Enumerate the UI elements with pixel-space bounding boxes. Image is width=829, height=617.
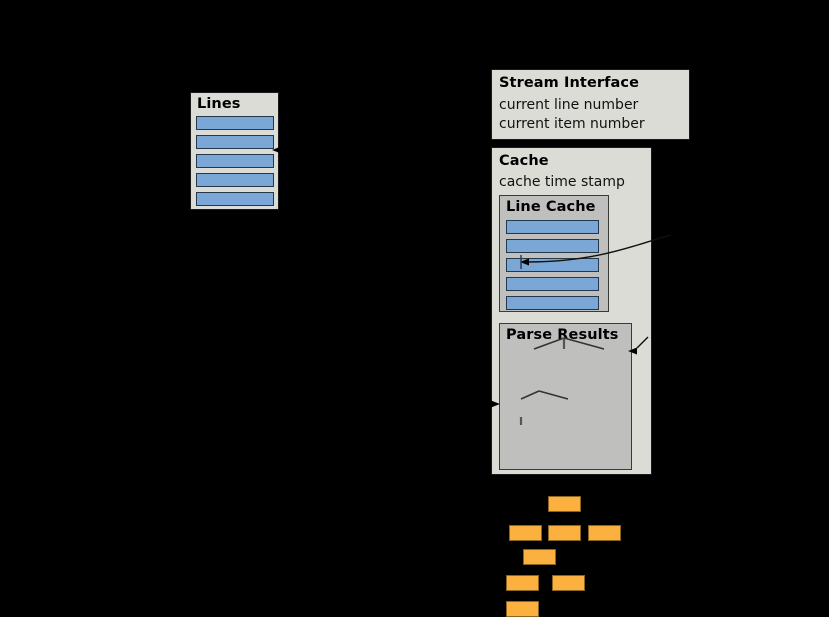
parse-tree-bottom-child: [506, 575, 539, 591]
stream-interface-title: Stream Interface: [499, 75, 640, 91]
stream-interface-panel: Stream Interface current line number cur…: [491, 69, 690, 140]
line-cache-bar-marked: [506, 258, 599, 272]
cache-title: Cache: [499, 153, 549, 169]
parse-tree-bottom-grandchild: [506, 601, 539, 617]
diagram-canvas: Lines Stream Interface current line numb…: [190, 69, 690, 617]
parse-tree-bottom-child: [552, 575, 585, 591]
lines-bar: [196, 135, 274, 149]
line-cache-bar: [506, 220, 599, 234]
connector-overlay: [491, 234, 672, 425]
lines-panel: Lines: [190, 92, 279, 210]
lines-panel-title: Lines: [197, 96, 241, 112]
line-cache-bar: [506, 296, 599, 310]
stream-interface-attribute-line-number: current line number: [499, 97, 639, 113]
parse-results-panel: Parse Results: [499, 323, 632, 617]
line-cache-bar: [506, 239, 599, 253]
line-cache-panel: Line Cache: [499, 195, 609, 312]
parse-results-title: Parse Results: [506, 327, 619, 343]
line-cache-title: Line Cache: [506, 199, 596, 215]
lines-bar: [196, 173, 274, 187]
cache-panel: Cache cache time stamp Line Cache Parse …: [491, 147, 652, 617]
parse-tree-top-child: [588, 525, 621, 541]
parse-tree-top-child: [509, 525, 542, 541]
stream-interface-attribute-item-number: current item number: [499, 116, 645, 132]
cache-attribute-time-stamp: cache time stamp: [499, 174, 625, 190]
lines-bar: [196, 154, 274, 168]
parse-tree-top-root: [548, 496, 581, 512]
lines-bar: [196, 192, 274, 206]
parse-tree-top-child: [548, 525, 581, 541]
lines-bar: [196, 116, 274, 130]
line-cache-bar: [506, 277, 599, 291]
parse-tree-bottom-root: [523, 549, 556, 565]
